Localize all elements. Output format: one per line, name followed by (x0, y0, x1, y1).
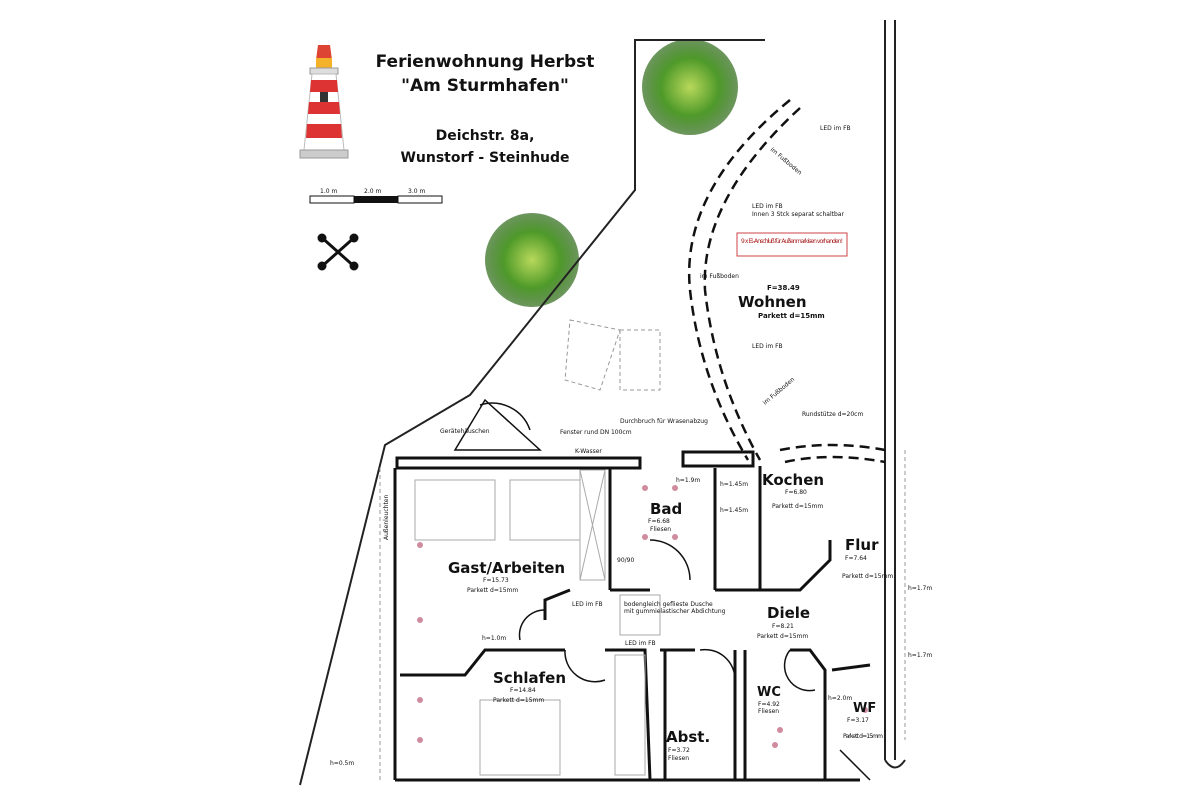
svg-text:Fliesen: Fliesen (668, 755, 689, 762)
svg-text:Bad: Bad (650, 500, 682, 518)
room-abst: Abst. F=3.72 Fliesen (666, 728, 710, 762)
svg-text:F=14.84: F=14.84 (510, 687, 536, 694)
room-gast-arbeiten: Gast/Arbeiten F=15.73 Parkett d=15mm (448, 559, 565, 594)
room-kochen: Kochen F=6.80 Parkett d=15mm (762, 471, 824, 510)
svg-text:Gast/Arbeiten: Gast/Arbeiten (448, 559, 565, 577)
door-swings (453, 398, 871, 781)
svg-text:Parkett d=15mm: Parkett d=15mm (757, 633, 808, 640)
address-line2: Wunstorf - Steinhude (400, 150, 570, 166)
walls (393, 450, 871, 782)
address-line1: Deichstr. 8a, (435, 128, 535, 144)
svg-text:Außenleuchten: Außenleuchten (383, 495, 390, 540)
svg-text:Durchbruch für Wrasenabzug: Durchbruch für Wrasenabzug (620, 418, 708, 425)
svg-text:Fliesen: Fliesen (650, 526, 671, 533)
svg-text:Wohnen: Wohnen (738, 293, 807, 311)
svg-text:Flur: Flur (845, 536, 879, 554)
scale-label: 1.0 m (320, 188, 337, 195)
lighthouse-icon (299, 45, 349, 159)
svg-text:F=6.80: F=6.80 (785, 489, 807, 496)
svg-text:LED im FB: LED im FB (752, 343, 783, 350)
svg-text:Parkett d=15mm: Parkett d=15mm (493, 697, 544, 704)
svg-text:Gerätehäuschen: Gerätehäuschen (440, 428, 490, 435)
room-wc: WC F=4.92 Fliesen (757, 685, 781, 715)
room-wf: WF F=3.17 Parkett d=15mm (843, 701, 883, 740)
svg-text:LED im FB: LED im FB (572, 601, 603, 608)
svg-text:Fliesen: Fliesen (758, 708, 779, 715)
svg-text:Parkett d=15mm: Parkett d=15mm (843, 733, 883, 740)
svg-text:Parkett d=15mm: Parkett d=15mm (467, 587, 518, 594)
bush-icon (642, 39, 738, 135)
svg-text:Kochen: Kochen (762, 471, 824, 489)
svg-text:LED im FB: LED im FB (820, 125, 851, 132)
svg-text:F=15.73: F=15.73 (483, 577, 509, 584)
svg-text:h=1.0m: h=1.0m (482, 635, 506, 642)
bush-icon (485, 213, 579, 307)
svg-text:LED im FB: LED im FB (752, 203, 783, 210)
dimension-lines (379, 319, 906, 780)
scale-label: 2.0 m (364, 188, 381, 195)
svg-text:h=1.9m: h=1.9m (676, 477, 700, 484)
site-boundary (299, 20, 906, 786)
svg-text:Parkett d=15mm: Parkett d=15mm (842, 573, 893, 580)
svg-text:im Fußboden: im Fußboden (769, 146, 803, 176)
room-bad: Bad F=6.68 Fliesen 90/90 (617, 500, 682, 564)
svg-text:Diele: Diele (767, 604, 810, 622)
svg-text:F=38.49: F=38.49 (767, 284, 800, 292)
svg-text:h=1.45m: h=1.45m (720, 481, 748, 488)
svg-text:Schlafen: Schlafen (493, 669, 566, 687)
notice-markisen: 9 x El.-Anschluß für Außenmarkisen vorha… (741, 238, 843, 245)
svg-text:F=3.17: F=3.17 (847, 717, 869, 724)
svg-text:F=8.21: F=8.21 (772, 623, 794, 630)
scale-bar: 1.0 m 2.0 m 3.0 m (309, 188, 443, 204)
svg-text:h=1.7m: h=1.7m (908, 652, 932, 659)
svg-text:F=7.64: F=7.64 (845, 555, 867, 562)
svg-text:Fenster rund DN 100cm: Fenster rund DN 100cm (560, 429, 632, 436)
title-line1: Ferienwohnung Herbst (375, 52, 595, 72)
scale-label: 3.0 m (408, 188, 425, 195)
electrical-points (417, 485, 868, 748)
shower-size: 90/90 (617, 557, 634, 564)
svg-text:LED im FB: LED im FB (625, 640, 656, 647)
terrace-arc (687, 99, 886, 464)
svg-text:h=0.5m: h=0.5m (330, 760, 354, 767)
svg-text:bodengleich geflieste Dusche: bodengleich geflieste Dusche (624, 601, 713, 608)
room-diele: Diele F=8.21 Parkett d=15mm (757, 604, 810, 640)
svg-text:WC: WC (757, 685, 781, 700)
title-line2: "Am Sturmhafen" (401, 76, 569, 96)
svg-text:h=2.0m: h=2.0m (828, 695, 852, 702)
room-flur: Flur F=7.64 Parkett d=15mm (842, 536, 893, 580)
svg-text:F=3.72: F=3.72 (668, 747, 690, 754)
svg-text:Parkett d=15mm: Parkett d=15mm (758, 312, 825, 320)
svg-text:K-Wasser: K-Wasser (575, 448, 602, 455)
svg-text:Rundstütze d=20cm: Rundstütze d=20cm (802, 411, 863, 418)
svg-text:F=6.68: F=6.68 (648, 518, 670, 525)
room-schlafen: Schlafen F=14.84 Parkett d=15mm (493, 669, 566, 704)
furniture-outlines (414, 469, 661, 776)
annotations: LED im FB LED im FB Innen 3 Stck separat… (330, 125, 932, 767)
svg-text:im Fußboden: im Fußboden (700, 273, 739, 280)
svg-text:F=4.92: F=4.92 (758, 701, 780, 708)
svg-text:mit gummielastischer Abdichtun: mit gummielastischer Abdichtung (624, 608, 726, 615)
svg-text:im Fußboden: im Fußboden (762, 376, 796, 406)
notice-box (736, 232, 848, 257)
room-wohnen: F=38.49 Wohnen Parkett d=15mm (738, 284, 825, 320)
compass-arrows-icon (317, 233, 359, 271)
svg-text:Innen 3 Stck separat schaltbar: Innen 3 Stck separat schaltbar (752, 211, 844, 218)
svg-text:Abst.: Abst. (666, 728, 710, 746)
svg-text:Parkett d=15mm: Parkett d=15mm (772, 503, 823, 510)
svg-text:h=1.7m: h=1.7m (908, 585, 932, 592)
svg-text:WF: WF (853, 701, 876, 716)
svg-text:h=1.45m: h=1.45m (720, 507, 748, 514)
